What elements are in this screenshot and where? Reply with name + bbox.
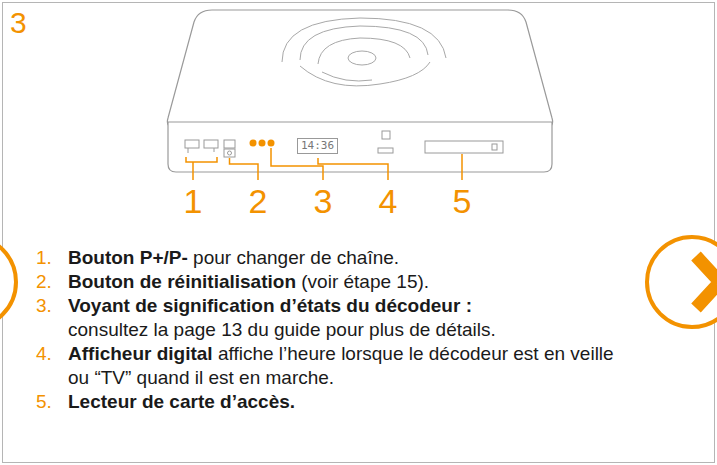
item-number: 3. — [36, 294, 68, 342]
item-title: Voyant de signification d’états du décod… — [68, 295, 472, 316]
callout-number: 4 — [368, 183, 408, 219]
decoder-top — [167, 10, 552, 128]
item-number: 5. — [36, 390, 68, 414]
item-text: Bouton de réinitialisation (voir étape 1… — [68, 270, 626, 294]
item-text: Lecteur de carte d’accès. — [68, 390, 626, 414]
list-item: 5.Lecteur de carte d’accès. — [36, 390, 626, 414]
usb-port — [378, 131, 393, 153]
list-item: 3.Voyant de signification d’états du déc… — [36, 294, 626, 342]
item-description: (voir étape 15). — [301, 271, 429, 292]
item-title: Bouton P+/P- — [68, 247, 188, 268]
item-text: Bouton P+/P- pour changer de chaîne. — [68, 246, 626, 270]
status-leds — [250, 140, 275, 147]
list-item: 4.Afficheur digital affiche l’heure lors… — [36, 342, 626, 390]
next-button — [647, 237, 717, 327]
callout-number: 1 — [173, 183, 213, 219]
card-slot — [425, 141, 503, 153]
item-number: 1. — [36, 246, 68, 270]
callout-number: 5 — [442, 183, 482, 219]
panel-frame — [3, 3, 715, 463]
decoder-swirl — [282, 18, 446, 86]
reset-button — [224, 140, 235, 157]
prev-button — [0, 236, 16, 328]
item-number: 4. — [36, 342, 68, 390]
display-digits: 14:36 — [297, 138, 338, 154]
item-description: consultez la page 13 du guide pour plus … — [68, 318, 626, 342]
item-text: Voyant de signification d’états du décod… — [68, 294, 626, 342]
channel-buttons — [185, 140, 218, 153]
callout-number: 3 — [303, 183, 343, 219]
item-list: 1.Bouton P+/P- pour changer de chaîne.2.… — [36, 246, 626, 414]
step-number: 3 — [10, 8, 27, 38]
item-title: Afficheur digital — [68, 343, 213, 364]
item-description: pour changer de chaîne. — [193, 247, 399, 268]
item-text: Afficheur digital affiche l’heure lorsqu… — [68, 342, 626, 390]
list-item: 2.Bouton de réinitialisation (voir étape… — [36, 270, 626, 294]
item-title: Lecteur de carte d’accès. — [68, 391, 295, 412]
list-item: 1.Bouton P+/P- pour changer de chaîne. — [36, 246, 626, 270]
item-title: Bouton de réinitialisation — [68, 271, 296, 292]
item-number: 2. — [36, 270, 68, 294]
callout-number: 2 — [238, 183, 278, 219]
